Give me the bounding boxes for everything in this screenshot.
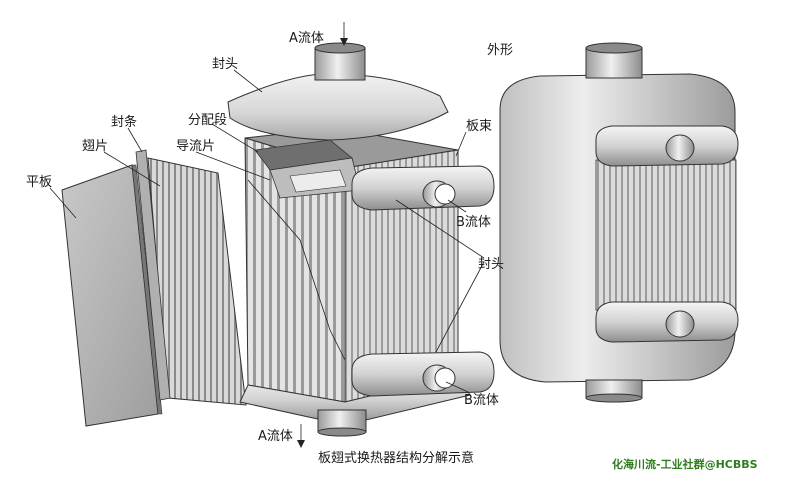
label-header-side: 封头 [478, 257, 504, 272]
exterior-view [499, 42, 739, 403]
flat-plate [61, 164, 163, 427]
label-distributor: 分配段 [188, 113, 227, 128]
label-a-flow-top: A流体 [289, 31, 324, 46]
leader-lines [49, 22, 485, 448]
top-header [227, 42, 449, 141]
side-header-lower [351, 351, 495, 397]
label-header-top: 封头 [212, 57, 238, 72]
bottom-pipe [317, 409, 367, 437]
label-plate-bundle: 板束 [466, 119, 492, 134]
diagram-caption: 板翅式换热器结构分解示意 [318, 450, 474, 466]
side-header-upper [351, 165, 495, 211]
plate-bundle-core [239, 127, 471, 426]
label-flat-plate: 平板 [26, 175, 52, 190]
label-guide-fin: 导流片 [176, 139, 215, 154]
label-b-flow-lower: B流体 [464, 393, 499, 408]
watermark: 化海川流-工业社群@HCBBS [612, 457, 758, 471]
label-fin: 翅片 [82, 138, 108, 154]
label-b-flow-upper: B流体 [456, 215, 491, 230]
seal-bar [135, 149, 171, 401]
label-seal-bar: 封条 [111, 114, 137, 130]
label-exterior: 外形 [487, 43, 513, 58]
label-a-flow-bottom: A流体 [258, 429, 293, 444]
